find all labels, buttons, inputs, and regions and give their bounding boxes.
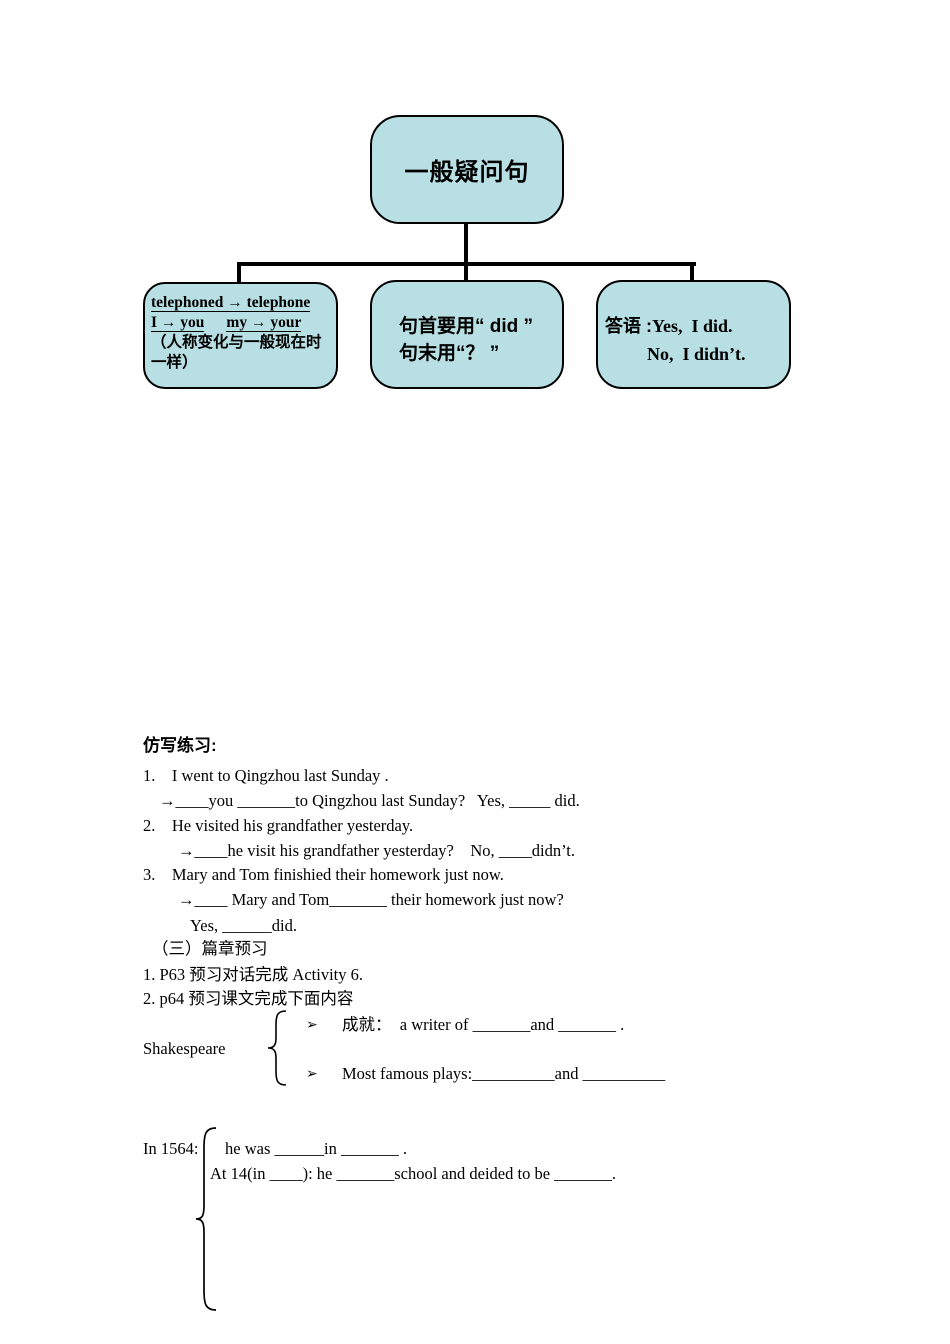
shakespeare-brace: [267, 1010, 287, 1086]
practice-q1-answer: →____you _______to Qingzhou last Sunday?…: [159, 791, 580, 810]
shakespeare-achievement: 成就： a writer of _______and _______ .: [342, 1015, 625, 1034]
verb-change-rule: telephoned → telephone: [151, 294, 311, 312]
timeline-born-line: he was ______in _______ .: [225, 1139, 407, 1158]
practice-q3-answer: →____ Mary and Tom_______ their homework…: [178, 890, 564, 909]
answer-yes: Yes, I did.: [652, 316, 733, 336]
practice-heading: 仿写练习:: [143, 736, 217, 755]
shakespeare-label: Shakespeare: [143, 1039, 226, 1058]
practice-q3-answer2: Yes, ______did.: [190, 916, 297, 935]
practice-q3: 3. Mary and Tom finishied their homework…: [143, 865, 504, 884]
section-heading: （三）篇章预习: [152, 939, 268, 958]
did-rule-line1: 句首要用“ did ”: [399, 316, 534, 337]
connector-drop-right: [690, 262, 694, 282]
answer-line1: 答语 :Yes, I did.: [605, 313, 789, 341]
flowchart-did-box: 句首要用“ did ” 句末用“？ ”: [370, 280, 564, 389]
practice-q2-answer: →____he visit his grandfather yesterday?…: [178, 841, 575, 860]
shakespeare-plays: Most famous plays:__________and ________…: [342, 1064, 666, 1083]
verb-change-line1: telephoned → telephone: [151, 293, 331, 313]
preview-item1: 1. P63 预习对话完成 Activity 6.: [143, 965, 364, 984]
did-rule-line2: 句末用“？ ”: [399, 343, 500, 364]
practice-q2: 2. He visited his grandfather yesterday.: [143, 816, 414, 835]
answer-label: 答语 :: [605, 316, 652, 336]
pronoun-rule-1: I → you: [151, 314, 205, 332]
arrow-bullet-icon: ➢: [306, 1017, 318, 1033]
connector-drop-middle: [464, 262, 468, 282]
connector-drop-left: [237, 262, 241, 284]
practice-q1: 1. I went to Qingzhou last Sunday .: [143, 766, 389, 785]
answer-line2: No, I didn’t.: [605, 341, 789, 369]
timeline-at14-line: At 14(in ____): he _______school and dei…: [210, 1164, 617, 1183]
connector-root-vertical: [464, 222, 468, 266]
flowchart-answer-box: 答语 :Yes, I did. No, I didn’t.: [596, 280, 791, 389]
verb-change-note-line1: （人称变化与一般现在时: [151, 334, 322, 351]
flowchart-root-box: 一般疑问句: [370, 115, 564, 224]
pronoun-rule-2: my → your: [226, 314, 302, 332]
flowchart-root-label: 一般疑问句: [404, 159, 530, 186]
arrow-bullet-icon: ➢: [306, 1066, 318, 1082]
answer-no: No, I didn’t.: [647, 344, 746, 364]
preview-item2: 2. p64 预习课文完成下面内容: [143, 989, 354, 1008]
verb-change-note-line2: 一样）: [151, 354, 198, 371]
timeline-label: In 1564:: [143, 1139, 199, 1158]
verb-change-line2: I → you my → your: [151, 313, 331, 333]
timeline-brace: [195, 1127, 217, 1311]
